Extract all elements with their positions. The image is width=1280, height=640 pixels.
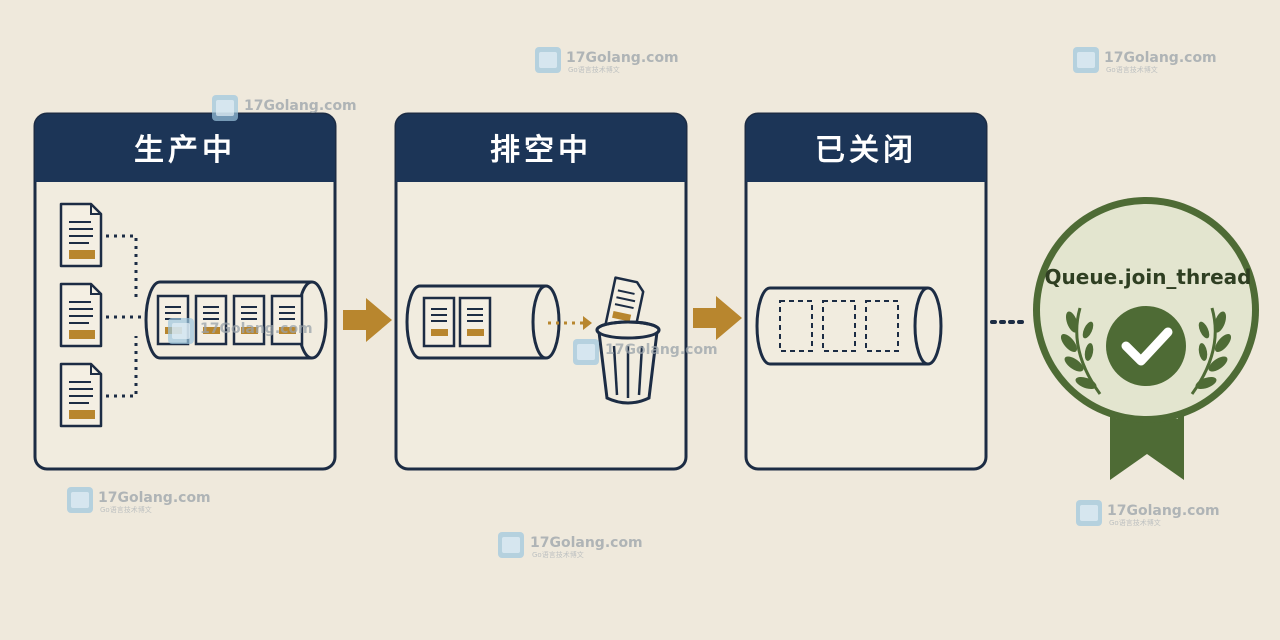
laurel-right-icon xyxy=(1190,307,1232,395)
svg-text:Go语言技术博文: Go语言技术博文 xyxy=(1106,65,1158,74)
stage-draining: 排空中 xyxy=(394,112,688,471)
ribbon-icon xyxy=(1110,412,1184,480)
svg-text:17Golang.com: 17Golang.com xyxy=(200,321,313,337)
arrow-right-icon xyxy=(693,296,742,340)
checkmark-icon xyxy=(1121,327,1173,366)
completion-badge: Queue.join_thread xyxy=(1033,197,1259,480)
watermark: 17Golang.com Go语言技术博文 xyxy=(535,47,679,74)
badge-label: Queue.join_thread xyxy=(1045,265,1252,289)
queue-empty-icon xyxy=(755,286,943,366)
stage-draining-title: 排空中 xyxy=(490,133,592,168)
document-icon xyxy=(59,282,103,348)
watermark: 17Golang.com xyxy=(212,95,357,121)
trash-can-icon xyxy=(595,276,661,405)
document-icon xyxy=(59,202,103,268)
stage-producing-title: 生产中 xyxy=(134,133,236,168)
svg-text:17Golang.com: 17Golang.com xyxy=(244,98,357,114)
watermark: 17Golang.com Go语言技术博文 xyxy=(67,487,211,514)
watermark: 17Golang.com Go语言技术博文 xyxy=(1073,47,1217,74)
stage-closed-title: 已关闭 xyxy=(815,133,917,168)
watermark: 17Golang.com Go语言技术博文 xyxy=(498,532,643,559)
watermark: 17Golang.com xyxy=(573,339,718,365)
svg-text:Go语言技术博文: Go语言技术博文 xyxy=(532,550,584,559)
watermark: 17Golang.com Go语言技术博文 xyxy=(1076,500,1220,527)
connector-lines xyxy=(106,234,150,398)
queue-draining-icon xyxy=(405,284,561,360)
svg-text:Go语言技术博文: Go语言技术博文 xyxy=(568,65,620,74)
svg-text:17Golang.com: 17Golang.com xyxy=(1107,503,1220,519)
svg-text:17Golang.com: 17Golang.com xyxy=(566,50,679,66)
stage-closed: 已关闭 xyxy=(744,112,988,471)
svg-text:Go语言技术博文: Go语言技术博文 xyxy=(1109,518,1161,527)
svg-text:Go语言技术博文: Go语言技术博文 xyxy=(100,505,152,514)
stage-producing: 生产中 xyxy=(33,112,337,471)
document-icon xyxy=(59,362,103,428)
arrow-right-icon xyxy=(343,298,392,342)
svg-text:17Golang.com: 17Golang.com xyxy=(1104,50,1217,66)
svg-text:17Golang.com: 17Golang.com xyxy=(530,535,643,551)
watermark: 17Golang.com xyxy=(168,318,313,344)
svg-text:17Golang.com: 17Golang.com xyxy=(98,490,211,506)
laurel-left-icon xyxy=(1060,307,1102,395)
svg-text:17Golang.com: 17Golang.com xyxy=(605,342,718,358)
